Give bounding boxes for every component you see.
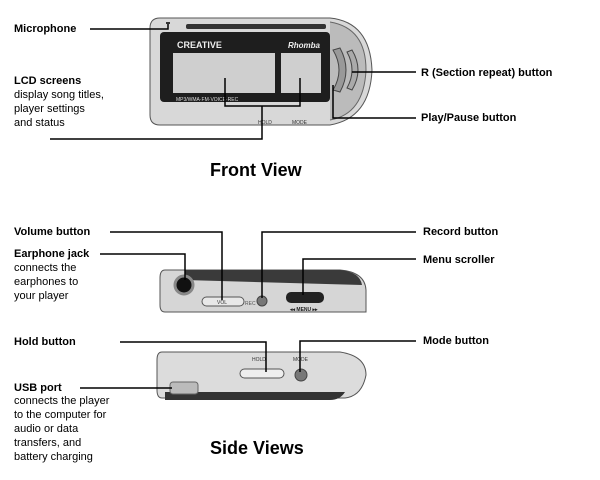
callout-volume-button: Volume button — [14, 226, 91, 238]
microphone-hole — [166, 22, 170, 24]
callout-mode-button: Mode button — [423, 335, 489, 347]
callout-microphone: Microphone — [14, 23, 77, 35]
callout-usb-port-desc: connects the player to the computer for … — [14, 395, 110, 463]
callout-usb-port: USB port — [14, 382, 62, 394]
front-view-title: Front View — [210, 160, 302, 180]
callout-lcd-screens: LCD screens — [14, 75, 82, 87]
callout-play-pause: Play/Pause button — [421, 112, 517, 124]
mode-text-side: MODE — [293, 357, 309, 363]
leader-lines — [50, 24, 416, 389]
callout-record-button: Record button — [423, 226, 499, 238]
brand-logo: CREATIVE — [177, 40, 222, 50]
menu-scroller[interactable] — [286, 292, 324, 303]
menu-text: ◂◂ MENU ▸▸ — [289, 307, 318, 313]
vol-text: VOL — [217, 300, 227, 306]
formats-text: MP3/WMA·FM·VOICE·REC — [176, 97, 239, 103]
secondary-lcd — [281, 53, 321, 93]
section-repeat-button[interactable] — [346, 49, 359, 91]
side-device-bottom: HOLD MODE — [156, 351, 367, 400]
hold-text: HOLD — [258, 120, 272, 126]
play-pause-button[interactable] — [332, 47, 347, 93]
hold-switch[interactable] — [239, 368, 285, 379]
callout-menu-scroller: Menu scroller — [423, 254, 495, 266]
rec-text: REC — [245, 301, 256, 307]
callout-earphone-jack: Earphone jack — [14, 248, 90, 260]
usb-port[interactable] — [169, 381, 199, 395]
earphone-jack[interactable] — [173, 274, 195, 296]
volume-button[interactable] — [201, 296, 245, 307]
callout-lcd-screens-desc: display song titles, player settings and… — [14, 89, 104, 129]
callout-earphone-jack-desc: connects the earphones to your player — [14, 262, 79, 302]
mode-text: MODE — [292, 120, 308, 126]
side-views-title: Side Views — [210, 438, 304, 458]
mode-button[interactable] — [294, 368, 308, 382]
main-lcd — [173, 53, 275, 93]
callout-hold-button: Hold button — [14, 336, 76, 348]
callout-section-repeat: R (Section repeat) button — [421, 67, 553, 79]
side-device-top: VOL REC ◂◂ MENU ▸▸ — [159, 269, 367, 313]
model-logo: Rhomba — [288, 41, 321, 50]
front-device: CREATIVE Rhomba MP3/WMA·FM·VOICE·REC HOL… — [149, 17, 373, 126]
hold-text-side: HOLD — [252, 357, 266, 363]
